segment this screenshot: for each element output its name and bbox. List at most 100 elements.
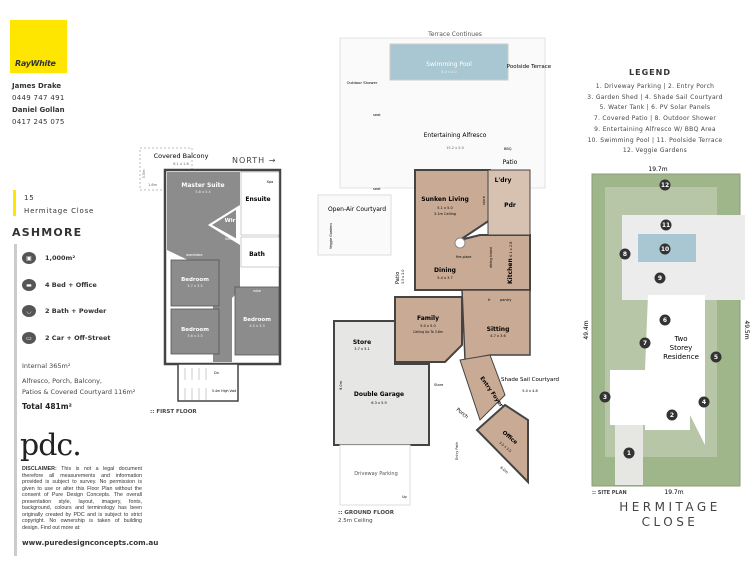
room-label: Sitting (487, 326, 510, 333)
legend-marker-number: 4 (702, 399, 706, 406)
room-size: 4.5 x 3.3 (249, 324, 264, 328)
raywhite-logo: RayWhite (10, 20, 67, 73)
seat-label: seat (373, 113, 381, 117)
feature-bath: ◡2 Bath + Powder (22, 304, 106, 318)
legend-item: 9. Entertaining Alfresco W/ BBQ Area (594, 125, 716, 133)
legend-marker (619, 248, 631, 260)
land-size-icon: ▣ (22, 252, 36, 264)
suburb: ASHMORE (12, 226, 83, 239)
street-line: HERMITAGE (619, 500, 721, 514)
agent-phone[interactable]: 0417 245 075 (12, 118, 65, 126)
driveway (339, 444, 411, 506)
legend-marker (623, 447, 635, 459)
bedroom (170, 259, 220, 307)
feature-land: ▣1,000m² (22, 251, 75, 265)
room-label: Covered Balcony (154, 152, 209, 160)
legend-marker-number: 11 (662, 222, 670, 229)
terrace-label: Terrace Continues (427, 31, 482, 38)
residence-footprint (610, 295, 705, 445)
feature-bed: ▬4 Bed + Office (22, 278, 97, 292)
open-air-courtyard (317, 194, 392, 256)
room-size: 5.8 x 5.4 (195, 190, 211, 194)
external-area: Patios & Covered Courtyard 116m² (22, 388, 136, 396)
street-number: 15 (24, 194, 35, 202)
legend-marker (654, 272, 666, 284)
bath-icon: ◡ (22, 305, 36, 317)
room-size: 3.7 x 3.5 (187, 284, 202, 288)
room-label: Store (353, 339, 371, 346)
legend-item: 5. Water Tank | 6. PV Solar Panels (599, 104, 711, 112)
room-label: Shade Sail Courtyard (501, 377, 559, 383)
entry-foyer (459, 354, 506, 421)
legend-item: 1. Driveway Parking | 2. Entry Porch (595, 83, 715, 90)
street-name-label: HERMITAGE CLOSE (590, 500, 750, 530)
legend-marker (698, 396, 710, 408)
room-size: 5.1 x 5.0 (437, 206, 452, 210)
ground-floor-title: :: GROUND FLOOR (338, 510, 395, 516)
room-label: Store (434, 383, 443, 387)
room-label: Bedroom (243, 317, 271, 323)
swimming-pool (389, 43, 509, 81)
room-label: Outdoor Shower (347, 80, 378, 85)
legend-marker-number: 1 (627, 450, 631, 457)
seat-label: seat (373, 187, 381, 191)
first-floor-plan: Covered Balcony 6.1 x 1.6 3.5m 1.6m NORT… (139, 147, 282, 415)
residence-label: Residence (663, 353, 699, 361)
room-size: 15.2 x 5.0 (446, 146, 464, 150)
agent-name: Daniel Gollan (12, 106, 65, 114)
legend-marker-number: 9 (658, 275, 662, 282)
room-label: Veggie Gardens (329, 223, 333, 249)
agent-name: James Drake (12, 82, 62, 90)
internal-area: Internal 365m² (22, 362, 71, 370)
room-label: Patio (503, 159, 518, 166)
room-size: 3.5 x 2.0 (401, 269, 405, 284)
legend-marker (659, 243, 671, 255)
legend-item: 10. Swimming Pool | 11. Poolside Terrace (587, 136, 723, 144)
dimension: 19.7m (664, 489, 683, 496)
street-name: Hermitage Close (24, 207, 95, 215)
office (475, 403, 529, 485)
robe-label: robe (253, 289, 261, 293)
legend-marker-number: 8 (623, 251, 627, 258)
ground-floor-plan: Terrace Continues Swimming Pool 8.0 x 4.… (317, 31, 559, 524)
legend-marker (710, 351, 722, 363)
room-label: Swimming Pool (426, 61, 472, 68)
bed-icon: ▬ (22, 279, 36, 291)
room-label: Family (417, 315, 439, 322)
room-size: 8.0 x 4.0 (441, 70, 456, 74)
legend-marker-number: 6 (663, 317, 667, 324)
staircase (177, 363, 239, 402)
room-label: Dining (434, 267, 456, 274)
entry-path-label: Entry Path (455, 442, 459, 460)
room-size: 5.0 x 5.0 (420, 324, 435, 328)
designer-url[interactable]: www.puredesignconcepts.com.au (22, 538, 159, 547)
divider (14, 244, 17, 556)
void-label: 5.4m High Void (212, 389, 236, 393)
stair-direction: Dn (214, 371, 219, 375)
legend-marker (660, 219, 672, 231)
legend-item: 3. Garden Shed | 4. Shade Sail Courtyard (587, 93, 723, 101)
external-area: Alfresco, Porch, Balcony, (22, 377, 102, 385)
total-area: Total 481m² (22, 402, 72, 411)
room-size: 3.6 x 3.5 (187, 334, 202, 338)
room-label: Pdr (504, 202, 516, 209)
pdc-logo: pdc. (20, 428, 82, 463)
dimension: 1.6m (148, 183, 158, 187)
room-size: 5.4 x 3.7 (437, 276, 452, 280)
wardrobe-label: wardrobe (186, 253, 203, 257)
agent-phone[interactable]: 0449 747 491 (12, 94, 65, 102)
dimension: 3.5m (142, 169, 146, 179)
room-label: Master Suite (181, 182, 224, 189)
feature-car: ▭2 Car + Off-Street (22, 331, 111, 345)
room-label: Open-Air Courtyard (328, 206, 386, 213)
legend-marker-number: 7 (643, 340, 647, 347)
room-label: Entertaining Alfresco (424, 132, 487, 139)
bbq-label: BBQ (504, 147, 512, 151)
legend-marker (639, 337, 651, 349)
legend-marker (659, 314, 671, 326)
room-size: 5.0 x 4.8 (522, 389, 537, 393)
room-label: Bath (249, 251, 265, 258)
legend-marker-number: 2 (670, 412, 674, 419)
walk-in-robe (208, 206, 238, 242)
legend-marker-number: 5 (714, 354, 718, 361)
